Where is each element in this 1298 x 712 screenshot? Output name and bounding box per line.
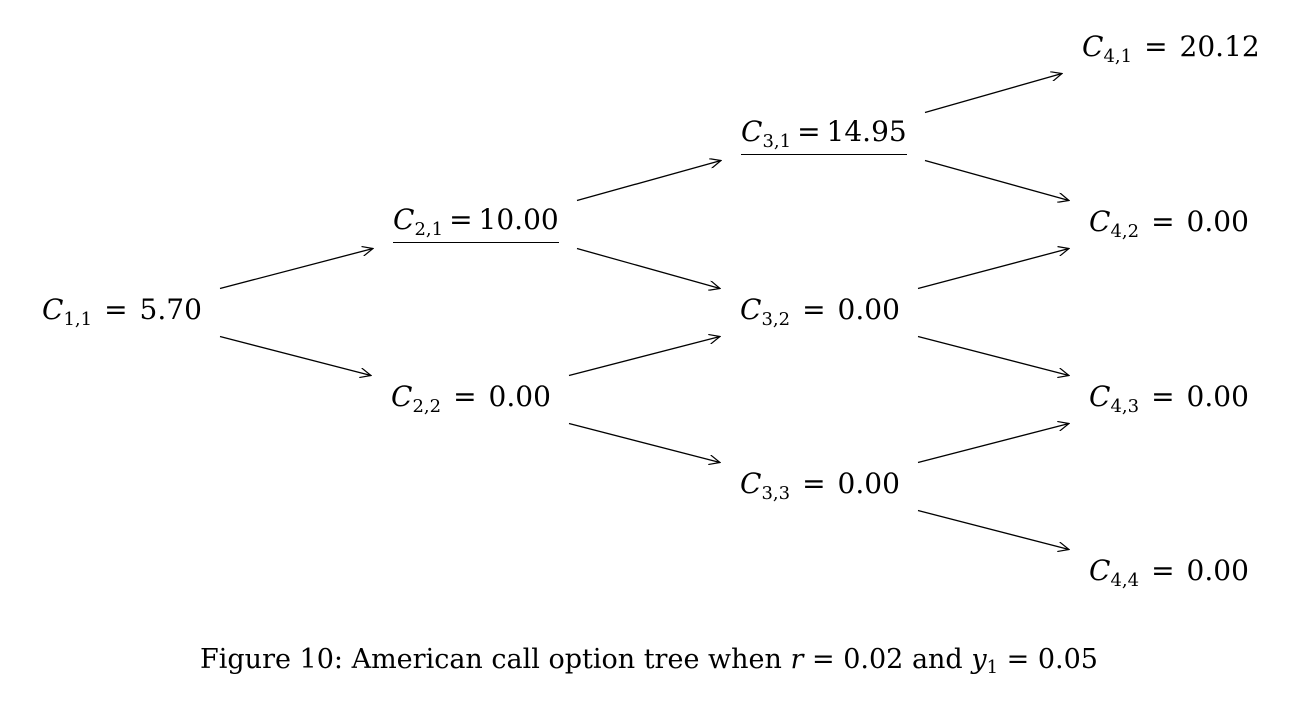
arrow-c32-to-c42 bbox=[917, 249, 1069, 290]
node-var: C bbox=[741, 115, 763, 148]
node-value: 5.70 bbox=[139, 293, 202, 326]
figure-caption: Figure 10: American call option tree whe… bbox=[0, 644, 1298, 678]
caption-prefix: Figure 10: American call option tree whe… bbox=[200, 644, 782, 675]
node-c-3-2: C3,2=0.00 bbox=[740, 293, 900, 330]
caption-eq-1: = bbox=[812, 644, 835, 675]
node-c-2-2: C2,2=0.00 bbox=[391, 380, 551, 417]
caption-y-value: 0.05 bbox=[1037, 644, 1098, 675]
node-var: C bbox=[1089, 205, 1111, 238]
arrow-c22-to-c33 bbox=[568, 422, 720, 463]
arrow-c31-to-c42 bbox=[924, 159, 1069, 201]
node-c-4-1: C4,1=20.12 bbox=[1082, 30, 1260, 67]
node-value: 10.00 bbox=[478, 203, 559, 236]
node-c-2-1: C2,1=10.00 bbox=[393, 206, 559, 243]
node-c-4-2: C4,2=0.00 bbox=[1089, 205, 1249, 242]
node-c-3-3: C3,3=0.00 bbox=[740, 467, 900, 504]
node-var: C bbox=[740, 293, 762, 326]
node-value: 0.00 bbox=[488, 380, 551, 413]
node-subscript: 3,1 bbox=[762, 131, 792, 152]
node-c-3-1: C3,1=14.95 bbox=[741, 118, 907, 155]
node-value: 0.00 bbox=[1186, 205, 1249, 238]
arrow-c21-to-c32 bbox=[576, 247, 720, 289]
node-c-4-3: C4,3=0.00 bbox=[1089, 380, 1249, 417]
node-subscript: 3,2 bbox=[761, 309, 791, 330]
node-value: 20.12 bbox=[1179, 30, 1260, 63]
arrow-c33-to-c44 bbox=[917, 509, 1069, 550]
node-value: 0.00 bbox=[837, 467, 900, 500]
node-subscript: 4,1 bbox=[1103, 46, 1133, 67]
caption-and: and bbox=[911, 644, 963, 675]
node-subscript: 2,1 bbox=[414, 219, 444, 240]
node-subscript: 4,3 bbox=[1110, 396, 1140, 417]
caption-y-var: y bbox=[971, 644, 987, 675]
arrow-c11-to-c22 bbox=[219, 335, 371, 376]
arrow-c33-to-c43 bbox=[917, 424, 1069, 464]
node-c-4-4: C4,4=0.00 bbox=[1089, 554, 1249, 591]
node-subscript: 3,3 bbox=[761, 483, 791, 504]
node-c-1-1: C1,1=5.70 bbox=[42, 293, 202, 330]
node-var: C bbox=[1089, 554, 1111, 587]
node-value: 0.00 bbox=[1186, 554, 1249, 587]
arrow-c11-to-c21 bbox=[219, 249, 373, 290]
caption-r-var: r bbox=[790, 644, 804, 675]
caption-r-value: 0.02 bbox=[843, 644, 904, 675]
node-subscript: 1,1 bbox=[63, 309, 93, 330]
arrow-c31-to-c41 bbox=[924, 74, 1062, 114]
node-var: C bbox=[391, 380, 413, 413]
arrow-c21-to-c31 bbox=[576, 161, 721, 202]
node-var: C bbox=[1082, 30, 1104, 63]
node-value: 14.95 bbox=[826, 115, 907, 148]
node-subscript: 2,2 bbox=[412, 396, 442, 417]
node-var: C bbox=[740, 467, 762, 500]
node-subscript: 4,2 bbox=[1110, 221, 1140, 242]
node-var: C bbox=[1089, 380, 1111, 413]
caption-eq-2: = bbox=[1006, 644, 1030, 675]
node-value: 0.00 bbox=[837, 293, 900, 326]
caption-y-sub: 1 bbox=[986, 657, 999, 678]
node-subscript: 4,4 bbox=[1110, 570, 1140, 591]
arrow-c22-to-c32 bbox=[568, 337, 720, 377]
node-value: 0.00 bbox=[1186, 380, 1249, 413]
arrow-c32-to-c43 bbox=[917, 335, 1069, 376]
node-var: C bbox=[42, 293, 64, 326]
node-var: C bbox=[393, 203, 415, 236]
